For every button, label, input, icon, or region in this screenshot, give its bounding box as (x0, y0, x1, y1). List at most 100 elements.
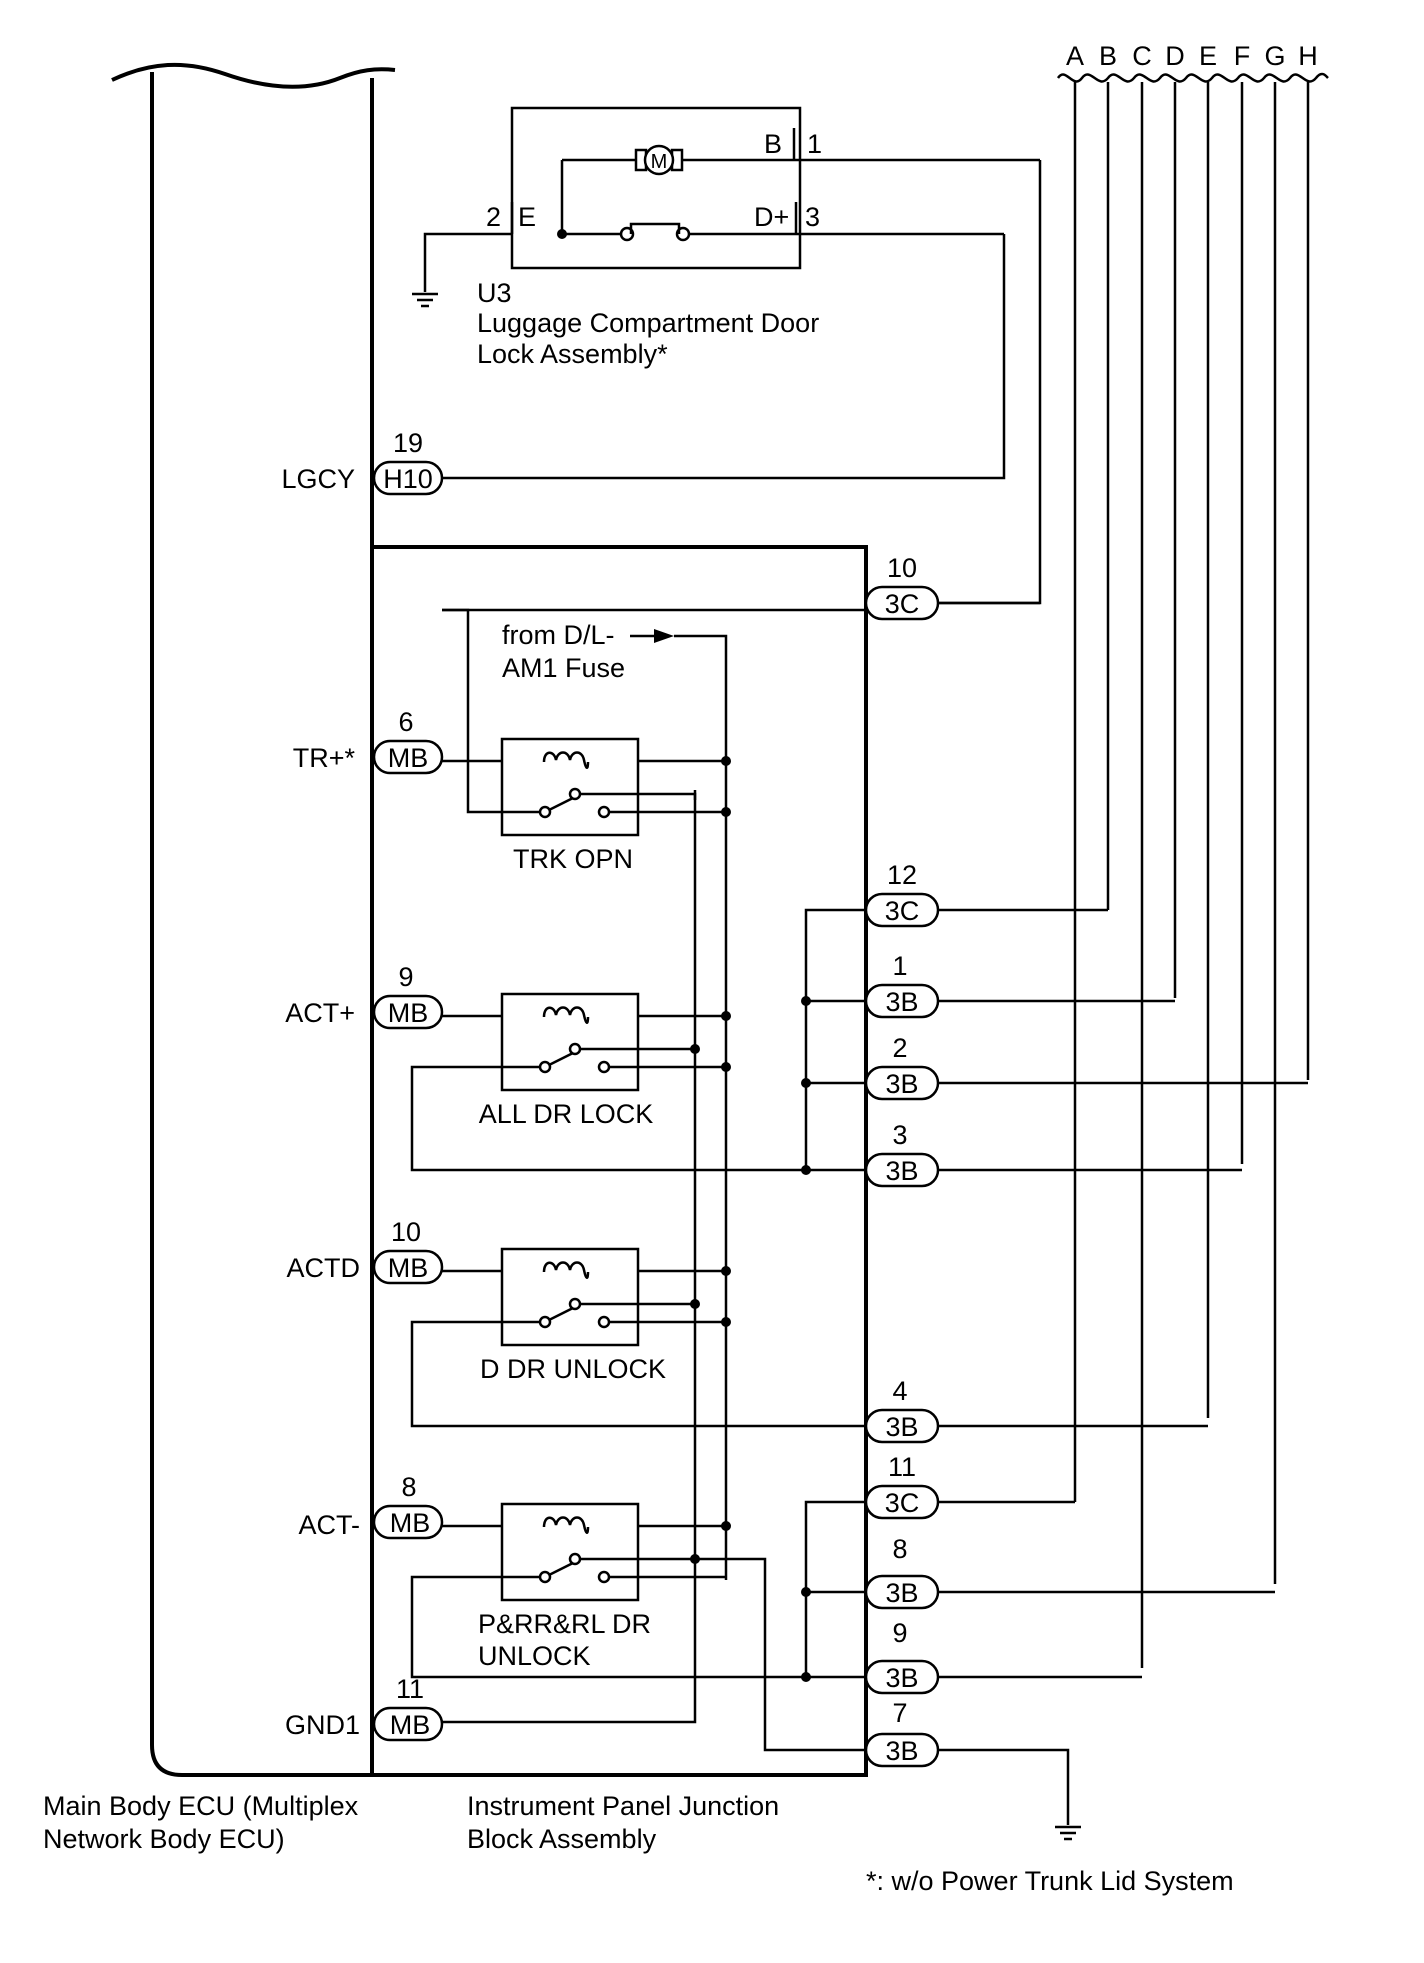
ecu-terminal-lgcy: LGCY 19 H10 (281, 428, 444, 496)
lock-pin-dplus-number: 3 (805, 202, 820, 232)
connector-name: 3B (885, 1578, 918, 1608)
terminal-pin: 10 (391, 1217, 421, 1247)
bus-letter-b: B (1099, 41, 1117, 71)
terminal-connector: MB (390, 1508, 431, 1538)
terminal-label: ACT- (298, 1510, 360, 1540)
junction-block-name-1: Instrument Panel Junction (467, 1791, 779, 1821)
connector-name: 3B (885, 987, 918, 1017)
bus-letter-f: F (1234, 41, 1251, 71)
bus-letter-a: A (1066, 41, 1084, 71)
jb-connector-3b-1: 1 3B (864, 951, 940, 1019)
terminal-label: LGCY (281, 464, 355, 494)
connector-pin: 7 (892, 1698, 907, 1728)
lock-pin-dplus-label: D+ (754, 202, 789, 232)
connector-name: 3B (885, 1069, 918, 1099)
jb-connector-3c-11: 11 3C (864, 1452, 940, 1520)
lock-pin-e-label: E (518, 202, 536, 232)
ecu-terminal-trplus: TR+* 6 MB (293, 707, 444, 775)
lock-pin-b-label: B (764, 129, 782, 159)
connector-pin: 8 (892, 1534, 907, 1564)
terminal-label: ACTD (287, 1253, 361, 1283)
connector-pin: 2 (892, 1033, 907, 1063)
terminal-label: ACT+ (285, 998, 355, 1028)
connector-pin: 3 (892, 1120, 907, 1150)
fuse-label-1: from D/L- (502, 620, 615, 650)
ecu-terminal-actplus: ACT+ 9 MB (285, 962, 444, 1030)
ecu-terminal-actd: ACTD 10 MB (287, 1217, 444, 1285)
terminal-pin: 9 (398, 962, 413, 992)
jb-connector-3b-8: 8 3B (864, 1534, 940, 1610)
connector-pin: 4 (892, 1376, 907, 1406)
main-body-ecu (111, 62, 396, 1777)
terminal-connector: MB (388, 1253, 429, 1283)
ecu-name-1: Main Body ECU (Multiplex (43, 1791, 359, 1821)
relay-p-rr-rl-dr-unlock: P&RR&RL DR UNLOCK (478, 1502, 651, 1671)
connector-name: 3B (885, 1663, 918, 1693)
jb-connector-3b-9: 9 3B (864, 1618, 940, 1695)
terminal-pin: 19 (393, 428, 423, 458)
lock-assembly: M B 1 2 E D+ 3 U3 Luggage Compartme (412, 106, 1040, 369)
connector-name: 3B (885, 1736, 918, 1766)
bus-letter-c: C (1132, 41, 1152, 71)
terminal-pin: 6 (398, 707, 413, 737)
bus-letter-h: H (1298, 41, 1318, 71)
terminal-pin: 11 (396, 1674, 424, 1704)
ground-icon (1055, 1825, 1081, 1841)
fuse-label-2: AM1 Fuse (502, 653, 625, 683)
bus-letter-e: E (1199, 41, 1217, 71)
jb-connector-3b-4: 4 3B (864, 1376, 940, 1444)
connector-name: 3B (885, 1156, 918, 1186)
terminal-connector: H10 (383, 464, 433, 494)
jb-connector-3c-10: 10 3C (864, 553, 940, 621)
bus-lines: A B C D E F G H (1056, 41, 1329, 1668)
relay-name: TRK OPN (513, 844, 633, 874)
terminal-connector: MB (388, 743, 429, 773)
footnote: *: w/o Power Trunk Lid System (866, 1866, 1234, 1896)
relay-trk-opn: TRK OPN (500, 737, 640, 874)
bus-letter-g: G (1264, 41, 1285, 71)
motor-icon: M (562, 144, 1040, 176)
relay-name: D DR UNLOCK (480, 1354, 666, 1384)
relay-coil-icon (542, 1006, 590, 1024)
junction-block (370, 545, 868, 1777)
terminal-pin: 8 (401, 1472, 416, 1502)
relay-all-dr-lock: ALL DR LOCK (479, 992, 654, 1129)
ecu-terminal-actminus: ACT- 8 MB (298, 1472, 444, 1540)
arrow-icon (654, 629, 674, 643)
connector-pin: 1 (892, 951, 907, 981)
lock-assembly-name-2: Lock Assembly* (477, 339, 668, 369)
connector-pin: 12 (887, 860, 917, 890)
jb-connector-3c-12: 12 3C (864, 860, 940, 928)
junction-block-name-2: Block Assembly (467, 1824, 657, 1854)
jb-connector-3b-3: 3 3B (864, 1120, 940, 1188)
terminal-label: TR+* (293, 743, 356, 773)
ground-icon (412, 292, 438, 308)
terminal-label: GND1 (285, 1710, 360, 1740)
jb-connector-3b-7: 7 3B (864, 1698, 940, 1768)
relay-name-2: UNLOCK (478, 1641, 591, 1671)
connector-name: 3C (885, 1488, 920, 1518)
connector-pin: 11 (888, 1452, 916, 1482)
jb-connector-3b-2: 2 3B (864, 1033, 940, 1101)
relay-name: ALL DR LOCK (479, 1099, 654, 1129)
connector-pin: 10 (887, 553, 917, 583)
terminal-connector: MB (390, 1710, 431, 1740)
connector-name: 3C (885, 589, 920, 619)
relay-coil-icon (542, 1261, 590, 1279)
relay-name: P&RR&RL DR (478, 1609, 651, 1639)
terminal-connector: MB (388, 998, 429, 1028)
door-switch-icon (562, 222, 1004, 242)
relay-d-dr-unlock: D DR UNLOCK (480, 1247, 666, 1384)
bus-letter-d: D (1165, 41, 1185, 71)
lock-pin-e-number: 2 (486, 202, 501, 232)
ecu-terminal-gnd1: GND1 11 MB (285, 1674, 444, 1742)
relay-coil-icon (542, 1516, 590, 1534)
lock-assembly-name-1: Luggage Compartment Door (477, 308, 819, 338)
relay-coil-icon (542, 751, 590, 769)
connector-name: 3B (885, 1412, 918, 1442)
ecu-name-2: Network Body ECU) (43, 1824, 285, 1854)
connector-pin: 9 (892, 1618, 907, 1648)
motor-symbol: M (651, 151, 668, 173)
fuse-source: from D/L- AM1 Fuse (502, 620, 728, 1580)
